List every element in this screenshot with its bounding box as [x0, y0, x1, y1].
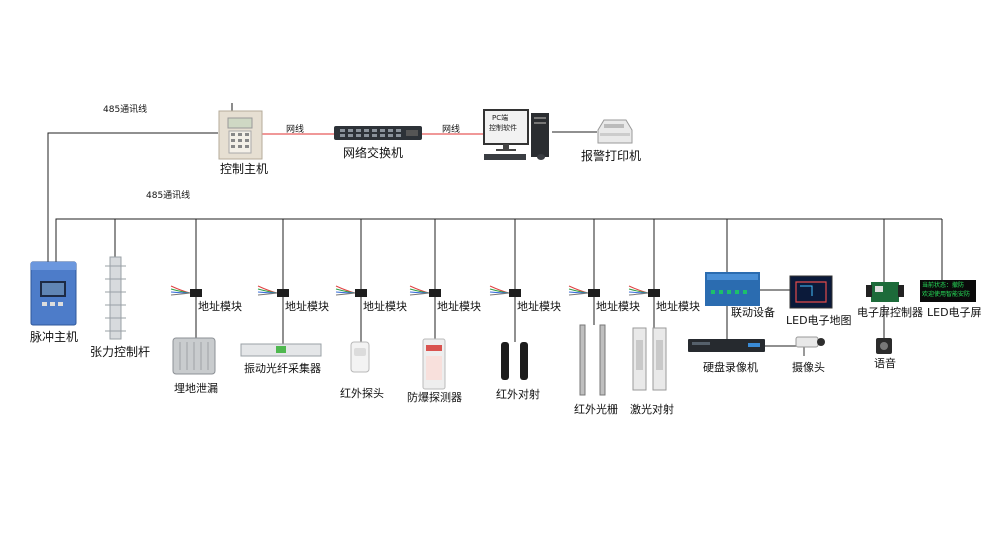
address-module-label: 地址模块 [198, 300, 242, 313]
pc-screen-line1: PC端 [492, 114, 509, 122]
pc-screen-line2: 控制软件 [489, 124, 517, 132]
pulse-host-icon [30, 261, 77, 326]
led-screen-icon [920, 280, 976, 302]
fiber-collector-icon [240, 343, 322, 357]
address-module-icon [335, 285, 367, 297]
buried-leak-icon [172, 337, 216, 375]
control-host-icon [218, 103, 263, 160]
network-switch-icon [334, 126, 422, 140]
wiring [47, 131, 943, 347]
ir-probe-icon [350, 341, 370, 373]
address-module-label: 地址模块 [285, 300, 329, 313]
explosion-detector-icon [422, 338, 446, 390]
address-module-label: 地址模块 [656, 300, 700, 313]
address-module-label: 地址模块 [596, 300, 640, 313]
ir-grating-icon [579, 324, 606, 396]
printer-label: 报警打印机 [581, 149, 642, 163]
address-module-icon [628, 285, 660, 297]
camera-label: 摄像头 [792, 361, 825, 374]
camera-icon [795, 336, 825, 356]
printer-icon [597, 119, 633, 144]
switch-label: 网络交换机 [343, 146, 404, 160]
bus-485-label: 485通讯线 [146, 191, 191, 201]
hdd-recorder-icon [688, 339, 765, 352]
pc-icon [483, 109, 549, 160]
bus-line [55, 218, 942, 262]
screen-controller-icon [866, 282, 904, 302]
address-module-icon [568, 285, 600, 297]
ir-probe-label: 红外探头 [340, 387, 384, 400]
address-module-label: 地址模块 [437, 300, 481, 313]
top-485-label: 485通讯线 [103, 105, 148, 115]
network-link-label-1: 网线 [286, 125, 305, 135]
led-map-label: LED电子地图 [786, 314, 852, 327]
ir-beam-label: 红外对射 [496, 388, 540, 401]
voice-label: 语音 [874, 357, 896, 370]
tension-rod-icon [105, 256, 126, 340]
buried-leak-label: 埋地泄漏 [174, 382, 218, 395]
pulse-host-label: 脉冲主机 [30, 330, 79, 344]
address-modules [170, 285, 660, 297]
laser-beam-icon [632, 327, 667, 391]
address-module-label: 地址模块 [363, 300, 407, 313]
linkage-device-icon [705, 272, 760, 306]
explosion-detector-label: 防爆探测器 [407, 391, 462, 404]
voice-speaker-icon [876, 338, 892, 354]
screen-controller-label: 电子屏控制器 [857, 306, 923, 319]
laser-beam-label: 激光对射 [630, 403, 674, 416]
control-host-label: 控制主机 [220, 162, 269, 176]
network-link-label-2: 网线 [442, 125, 461, 135]
led-screen-label: LED电子屏 [927, 306, 982, 319]
linkage-label: 联动设备 [731, 306, 775, 319]
address-module-label: 地址模块 [517, 300, 561, 313]
led-screen-text-2: 欢迎使用智能安防 [922, 291, 971, 298]
tension-rod-label: 张力控制杆 [90, 345, 151, 359]
ir-beam-icon [501, 342, 528, 380]
hdd-recorder-label: 硬盘录像机 [703, 361, 758, 374]
ir-grating-label: 红外光栅 [574, 403, 618, 416]
led-map-icon [789, 275, 833, 309]
address-module-icon [489, 285, 521, 297]
top-485-line [47, 132, 218, 262]
address-module-icon [170, 285, 202, 297]
fiber-collector-label: 振动光纤采集器 [244, 362, 321, 375]
address-module-icon [409, 285, 441, 297]
led-screen-text-1: 当前状态：撤防 [922, 282, 965, 289]
address-module-icon [257, 285, 289, 297]
